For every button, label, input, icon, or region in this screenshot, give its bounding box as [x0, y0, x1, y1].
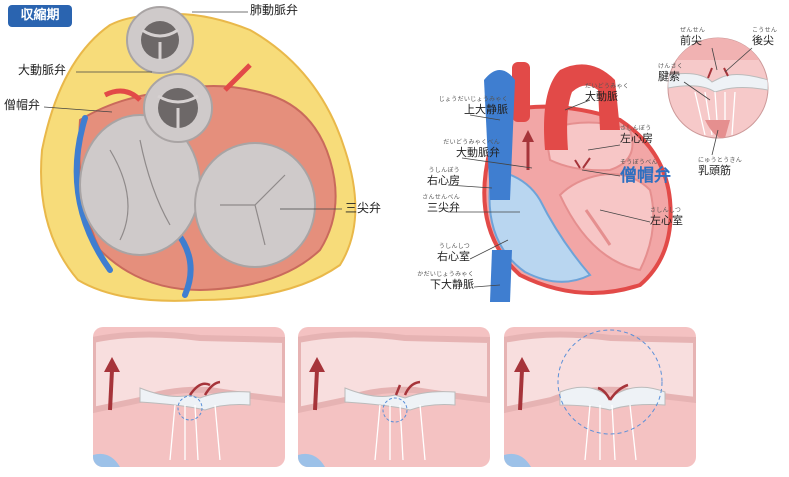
label-lv: さしんしつ左心室 [650, 208, 683, 227]
label-mitral-heart: そうぼうべん僧帽弁 [620, 160, 671, 185]
valve-plane-illustration [41, 7, 355, 301]
label-aorta: だいどうみゃく大動脈 [585, 84, 629, 103]
label-rv: うしんしつ右心室 [420, 244, 470, 263]
pulmonary-trunk [512, 62, 530, 122]
label-ivc: かだいじょうみゃく下大静脈 [414, 272, 474, 291]
label-aortic-valve: 大動脈弁 [18, 64, 66, 77]
panel-3 [504, 327, 696, 467]
panel-1 [93, 327, 285, 467]
label-ra: うしんぼう右心房 [400, 168, 460, 187]
label-svc: じょうだいじょうみゃく上大静脈 [418, 97, 508, 116]
label-mitral-valve-left: 僧帽弁 [4, 99, 40, 112]
label-papillary-muscle: にゅうとうきん乳頭筋 [698, 158, 742, 177]
label-la: さしんぼう左心房 [620, 126, 653, 145]
valve-detail-circle [668, 38, 768, 155]
label-tricuspid-valve-left: 三尖弁 [345, 202, 381, 215]
label-aortic-valve-heart: だいどうみゃくべん大動脈弁 [410, 140, 500, 159]
label-anterior-leaflet: ぜんせん前尖 [680, 28, 705, 47]
inferior-vena-cava [490, 250, 512, 302]
label-tricuspid-heart: さんせんべん三尖弁 [390, 195, 460, 214]
label-pulmonary-valve: 肺動脈弁 [250, 4, 298, 17]
panel-2 [298, 327, 490, 467]
label-chordae: けんさく腱索 [658, 64, 683, 83]
label-posterior-leaflet: こうせん後尖 [752, 28, 777, 47]
